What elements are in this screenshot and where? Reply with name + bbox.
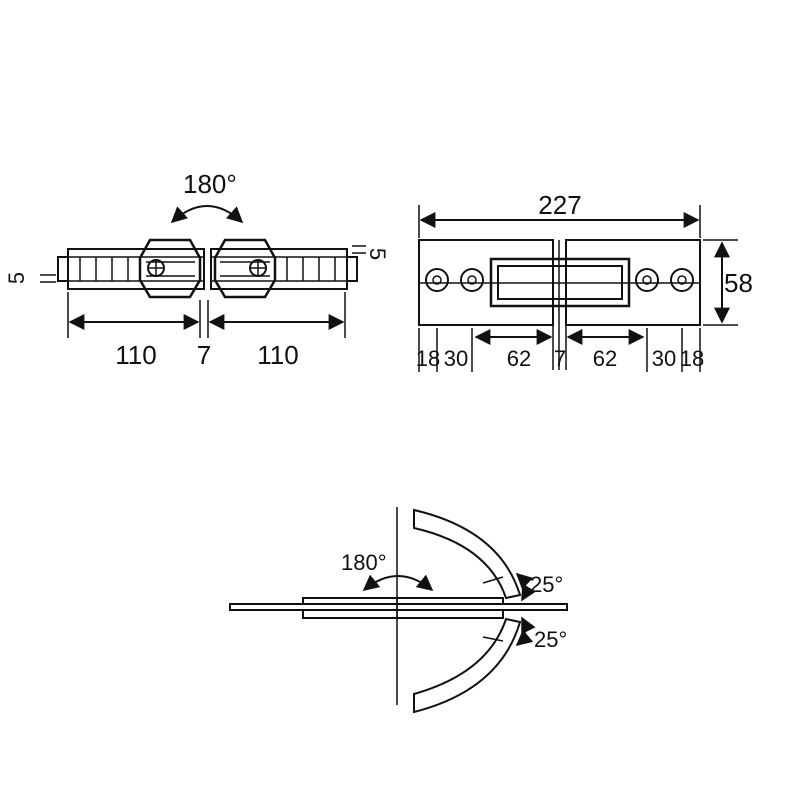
side-gap: 7 xyxy=(197,340,211,370)
swing-angle-upper: 25° xyxy=(530,572,563,597)
top-inner-left: 62 xyxy=(507,346,531,371)
swing-rotation-arrow xyxy=(362,574,434,592)
side-left-thickness: 5 xyxy=(4,272,29,284)
upper-angle-arrow xyxy=(515,572,537,602)
top-hole-left: 30 xyxy=(444,346,468,371)
side-left-leaf xyxy=(57,238,205,299)
top-edge-left: 18 xyxy=(416,346,440,371)
top-hole-right: 30 xyxy=(652,346,676,371)
side-right-thickness: 5 xyxy=(365,248,390,260)
swing-upper-leaf xyxy=(413,508,522,600)
side-view: 180° 5 5 110 7 110 xyxy=(4,169,390,370)
side-left-width: 110 xyxy=(115,340,156,370)
screw-hole-icon xyxy=(460,268,484,292)
screw-hole-icon xyxy=(425,268,449,292)
swing-rotation-label: 180° xyxy=(341,550,387,575)
swing-view: 180° 25° 25° xyxy=(229,507,568,714)
swing-lower-leaf xyxy=(413,617,522,714)
swing-angle-lower: 25° xyxy=(534,627,567,652)
top-edge-right: 18 xyxy=(680,346,704,371)
top-inner-right: 62 xyxy=(593,346,617,371)
screw-hole-icon xyxy=(635,268,659,292)
side-rotation-label: 180° xyxy=(183,169,237,199)
side-right-width: 110 xyxy=(257,340,298,370)
screw-hole-icon xyxy=(670,268,694,292)
side-right-leaf xyxy=(210,238,358,299)
rotation-arrow xyxy=(170,205,244,224)
top-height: 58 xyxy=(724,268,753,298)
top-view: 227 58 18 30 62 7 62 30 18 xyxy=(416,190,753,372)
lower-angle-arrow xyxy=(515,616,536,647)
top-total-length: 227 xyxy=(538,190,581,220)
top-gap: 7 xyxy=(554,346,566,371)
